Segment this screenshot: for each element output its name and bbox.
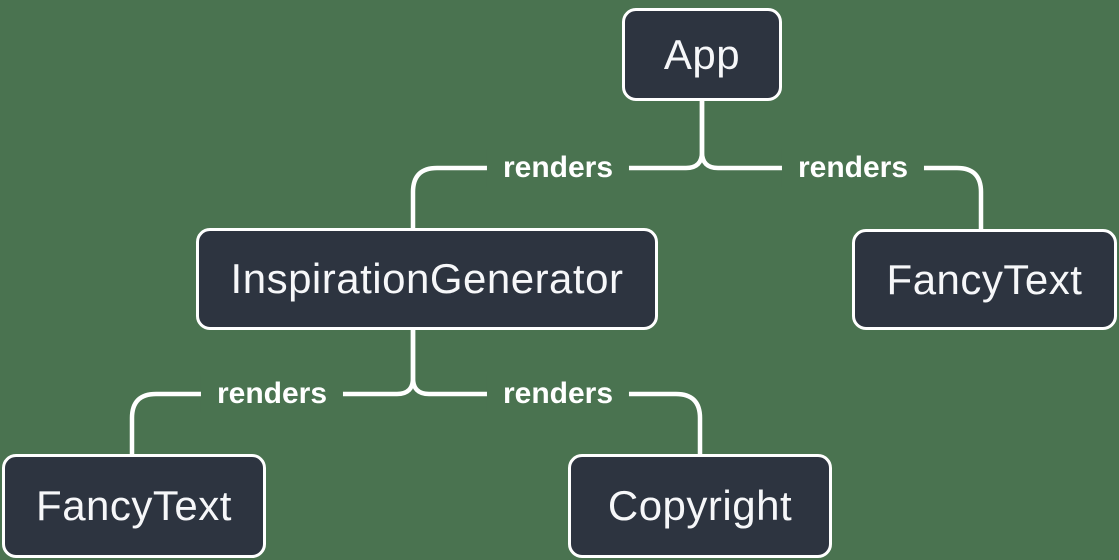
edge-label-renders-inspiration-fancy-text: renders bbox=[200, 375, 344, 413]
node-inspiration-generator-label: InspirationGenerator bbox=[230, 255, 624, 302]
edge-label-renders-app-inspiration: renders bbox=[486, 149, 630, 187]
node-inspiration-generator: InspirationGenerator bbox=[196, 228, 658, 330]
node-copyright-label: Copyright bbox=[607, 482, 793, 529]
node-copyright: Copyright bbox=[568, 454, 832, 558]
node-fancy-text-top-label: FancyText bbox=[886, 255, 1083, 303]
node-fancy-text-bottom-label: FancyText bbox=[36, 482, 232, 529]
node-fancy-text-top: FancyText bbox=[852, 229, 1117, 330]
node-fancy-text-bottom: FancyText bbox=[2, 454, 266, 558]
node-app: App bbox=[622, 8, 782, 101]
edge-label-renders-inspiration-copyright: renders bbox=[486, 375, 630, 413]
edge-label-renders-app-fancy-text: renders bbox=[781, 149, 925, 187]
node-app-label: App bbox=[663, 30, 741, 78]
